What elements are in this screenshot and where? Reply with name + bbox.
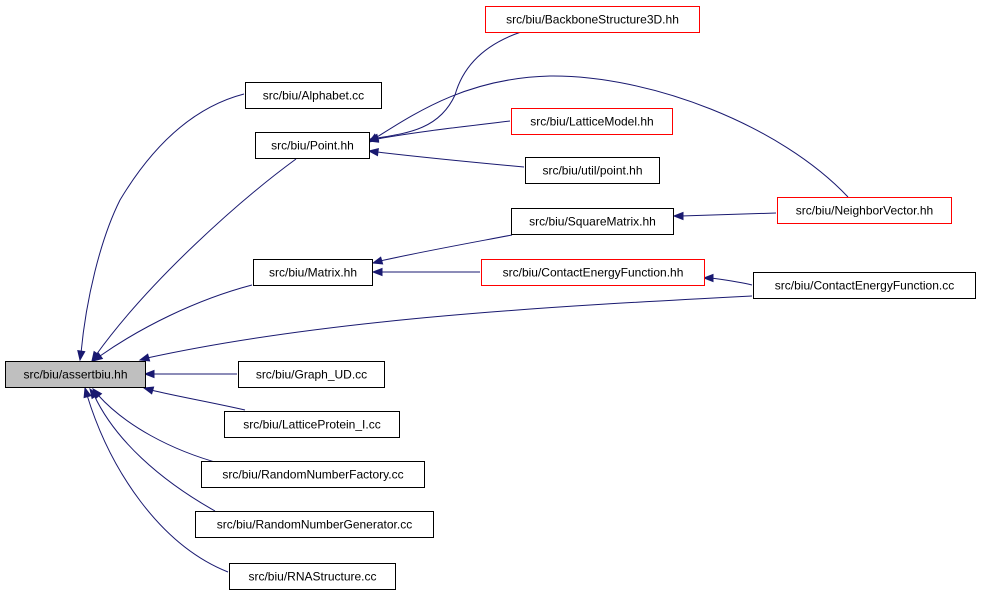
- edge-line: [710, 277, 753, 286]
- edge-latticemodel_hh-to-point_hh: [367, 120, 511, 143]
- edge-rnastructure_cc-to-assertbiu_hh: [83, 386, 229, 573]
- node-box: [511, 108, 673, 135]
- edge-line: [376, 151, 525, 168]
- node-rnastructure-cc[interactable]: src/biu/RNAStructure.cc: [229, 563, 396, 590]
- node-box: [485, 6, 700, 33]
- node-box: [255, 132, 370, 159]
- edge-cef_hh-to-matrix_hh: [371, 267, 480, 277]
- node-box: [201, 461, 425, 488]
- edge-alphabet_cc-to-assertbiu_hh: [77, 93, 245, 362]
- node-squarematrix-hh[interactable]: src/biu/SquareMatrix.hh: [511, 208, 674, 235]
- edge-arrowhead: [367, 133, 380, 143]
- node-box: [511, 208, 674, 235]
- edge-line: [150, 389, 246, 411]
- node-label: src/biu/Alphabet.cc: [263, 89, 364, 103]
- node-box: [253, 259, 373, 286]
- edge-cef_cc-to-assertbiu_hh: [138, 295, 753, 362]
- node-label: src/biu/ContactEnergyFunction.hh: [503, 266, 684, 280]
- edge-line: [376, 120, 511, 140]
- node-box: [238, 361, 385, 388]
- edge-backbone_hh-to-point_hh: [367, 31, 522, 142]
- edge-arrowhead: [138, 353, 151, 362]
- edge-line: [86, 394, 229, 573]
- edge-arrowhead: [89, 387, 99, 400]
- edge-arrowhead: [672, 211, 684, 221]
- node-label: src/biu/util/point.hh: [542, 164, 642, 178]
- edge-squarematrix_hh-to-matrix_hh: [371, 234, 513, 265]
- edges-layer: [77, 31, 849, 573]
- edge-line: [379, 234, 513, 262]
- edge-cef_cc-to-cef_hh: [702, 273, 753, 286]
- node-label: src/biu/BackboneStructure3D.hh: [506, 13, 679, 27]
- edge-neighborvector_hh-to-squarematrix_hh: [672, 211, 777, 221]
- edge-line: [99, 284, 253, 357]
- node-assertbiu-hh: src/biu/assertbiu.hh: [5, 361, 146, 388]
- node-rng-cc[interactable]: src/biu/RandomNumberGenerator.cc: [195, 511, 434, 538]
- edge-arrowhead: [91, 352, 104, 362]
- edge-line: [376, 75, 849, 198]
- node-cef-cc[interactable]: src/biu/ContactEnergyFunction.cc: [753, 272, 976, 299]
- edge-arrowhead: [143, 369, 155, 379]
- node-box: [525, 157, 660, 184]
- edge-graph_ud_cc-to-assertbiu_hh: [143, 369, 237, 379]
- node-box: [245, 82, 382, 109]
- node-neighborvector-hh[interactable]: src/biu/NeighborVector.hh: [777, 197, 952, 224]
- edge-arrowhead: [83, 386, 92, 399]
- node-latticemodel-hh[interactable]: src/biu/LatticeModel.hh: [511, 108, 673, 135]
- node-graph-ud-cc[interactable]: src/biu/Graph_UD.cc: [238, 361, 385, 388]
- node-box: [777, 197, 952, 224]
- node-label: src/biu/RandomNumberGenerator.cc: [217, 518, 412, 532]
- node-util-point-hh[interactable]: src/biu/util/point.hh: [525, 157, 660, 184]
- node-label: src/biu/assertbiu.hh: [23, 368, 127, 382]
- node-label: src/biu/SquareMatrix.hh: [529, 215, 656, 229]
- edge-line: [93, 394, 216, 512]
- node-label: src/biu/LatticeProtein_I.cc: [243, 418, 380, 432]
- node-box: [481, 259, 705, 286]
- node-box: [229, 563, 396, 590]
- edge-arrowhead: [142, 386, 155, 395]
- node-rnf-cc[interactable]: src/biu/RandomNumberFactory.cc: [201, 461, 425, 488]
- edge-arrowhead: [702, 273, 714, 283]
- node-label: src/biu/Matrix.hh: [269, 266, 357, 280]
- edge-rng_cc-to-assertbiu_hh: [89, 387, 216, 512]
- node-latticeprotein-cc[interactable]: src/biu/LatticeProtein_I.cc: [224, 411, 400, 438]
- node-label: src/biu/Point.hh: [271, 139, 354, 153]
- edge-arrowhead: [367, 147, 379, 157]
- node-label: src/biu/LatticeModel.hh: [530, 115, 653, 129]
- edge-neighborvector_hh-to-point_hh: [367, 75, 849, 198]
- edge-arrowhead: [371, 256, 384, 265]
- edge-matrix_hh-to-assertbiu_hh: [91, 284, 253, 362]
- node-label: src/biu/RandomNumberFactory.cc: [222, 468, 403, 482]
- edge-line: [80, 93, 245, 354]
- node-box: [224, 411, 400, 438]
- edge-rnf_cc-to-assertbiu_hh: [92, 387, 223, 465]
- edge-arrowhead: [371, 267, 383, 277]
- node-point-hh[interactable]: src/biu/Point.hh: [255, 132, 370, 159]
- node-box: [195, 511, 434, 538]
- node-label: src/biu/RNAStructure.cc: [248, 570, 376, 584]
- edge-line: [97, 394, 223, 465]
- node-label: src/biu/Graph_UD.cc: [256, 368, 367, 382]
- edge-line: [680, 212, 777, 217]
- node-alphabet-cc[interactable]: src/biu/Alphabet.cc: [245, 82, 382, 109]
- node-box: [5, 361, 146, 388]
- edge-line: [146, 295, 753, 359]
- edge-latticeprotein_cc-to-assertbiu_hh: [142, 386, 246, 411]
- node-box: [753, 272, 976, 299]
- edge-arrowhead: [77, 349, 86, 362]
- node-label: src/biu/ContactEnergyFunction.cc: [775, 279, 954, 293]
- nodes-layer: src/biu/assertbiu.hh src/biu/Alphabet.cc s…: [5, 6, 976, 590]
- node-matrix-hh[interactable]: src/biu/Matrix.hh: [253, 259, 373, 286]
- node-label: src/biu/NeighborVector.hh: [796, 204, 933, 218]
- edge-line: [95, 158, 297, 356]
- node-backbone-hh[interactable]: src/biu/BackboneStructure3D.hh: [485, 6, 700, 33]
- node-cef-hh[interactable]: src/biu/ContactEnergyFunction.hh: [481, 259, 705, 286]
- edge-util_point_hh-to-point_hh: [367, 147, 525, 168]
